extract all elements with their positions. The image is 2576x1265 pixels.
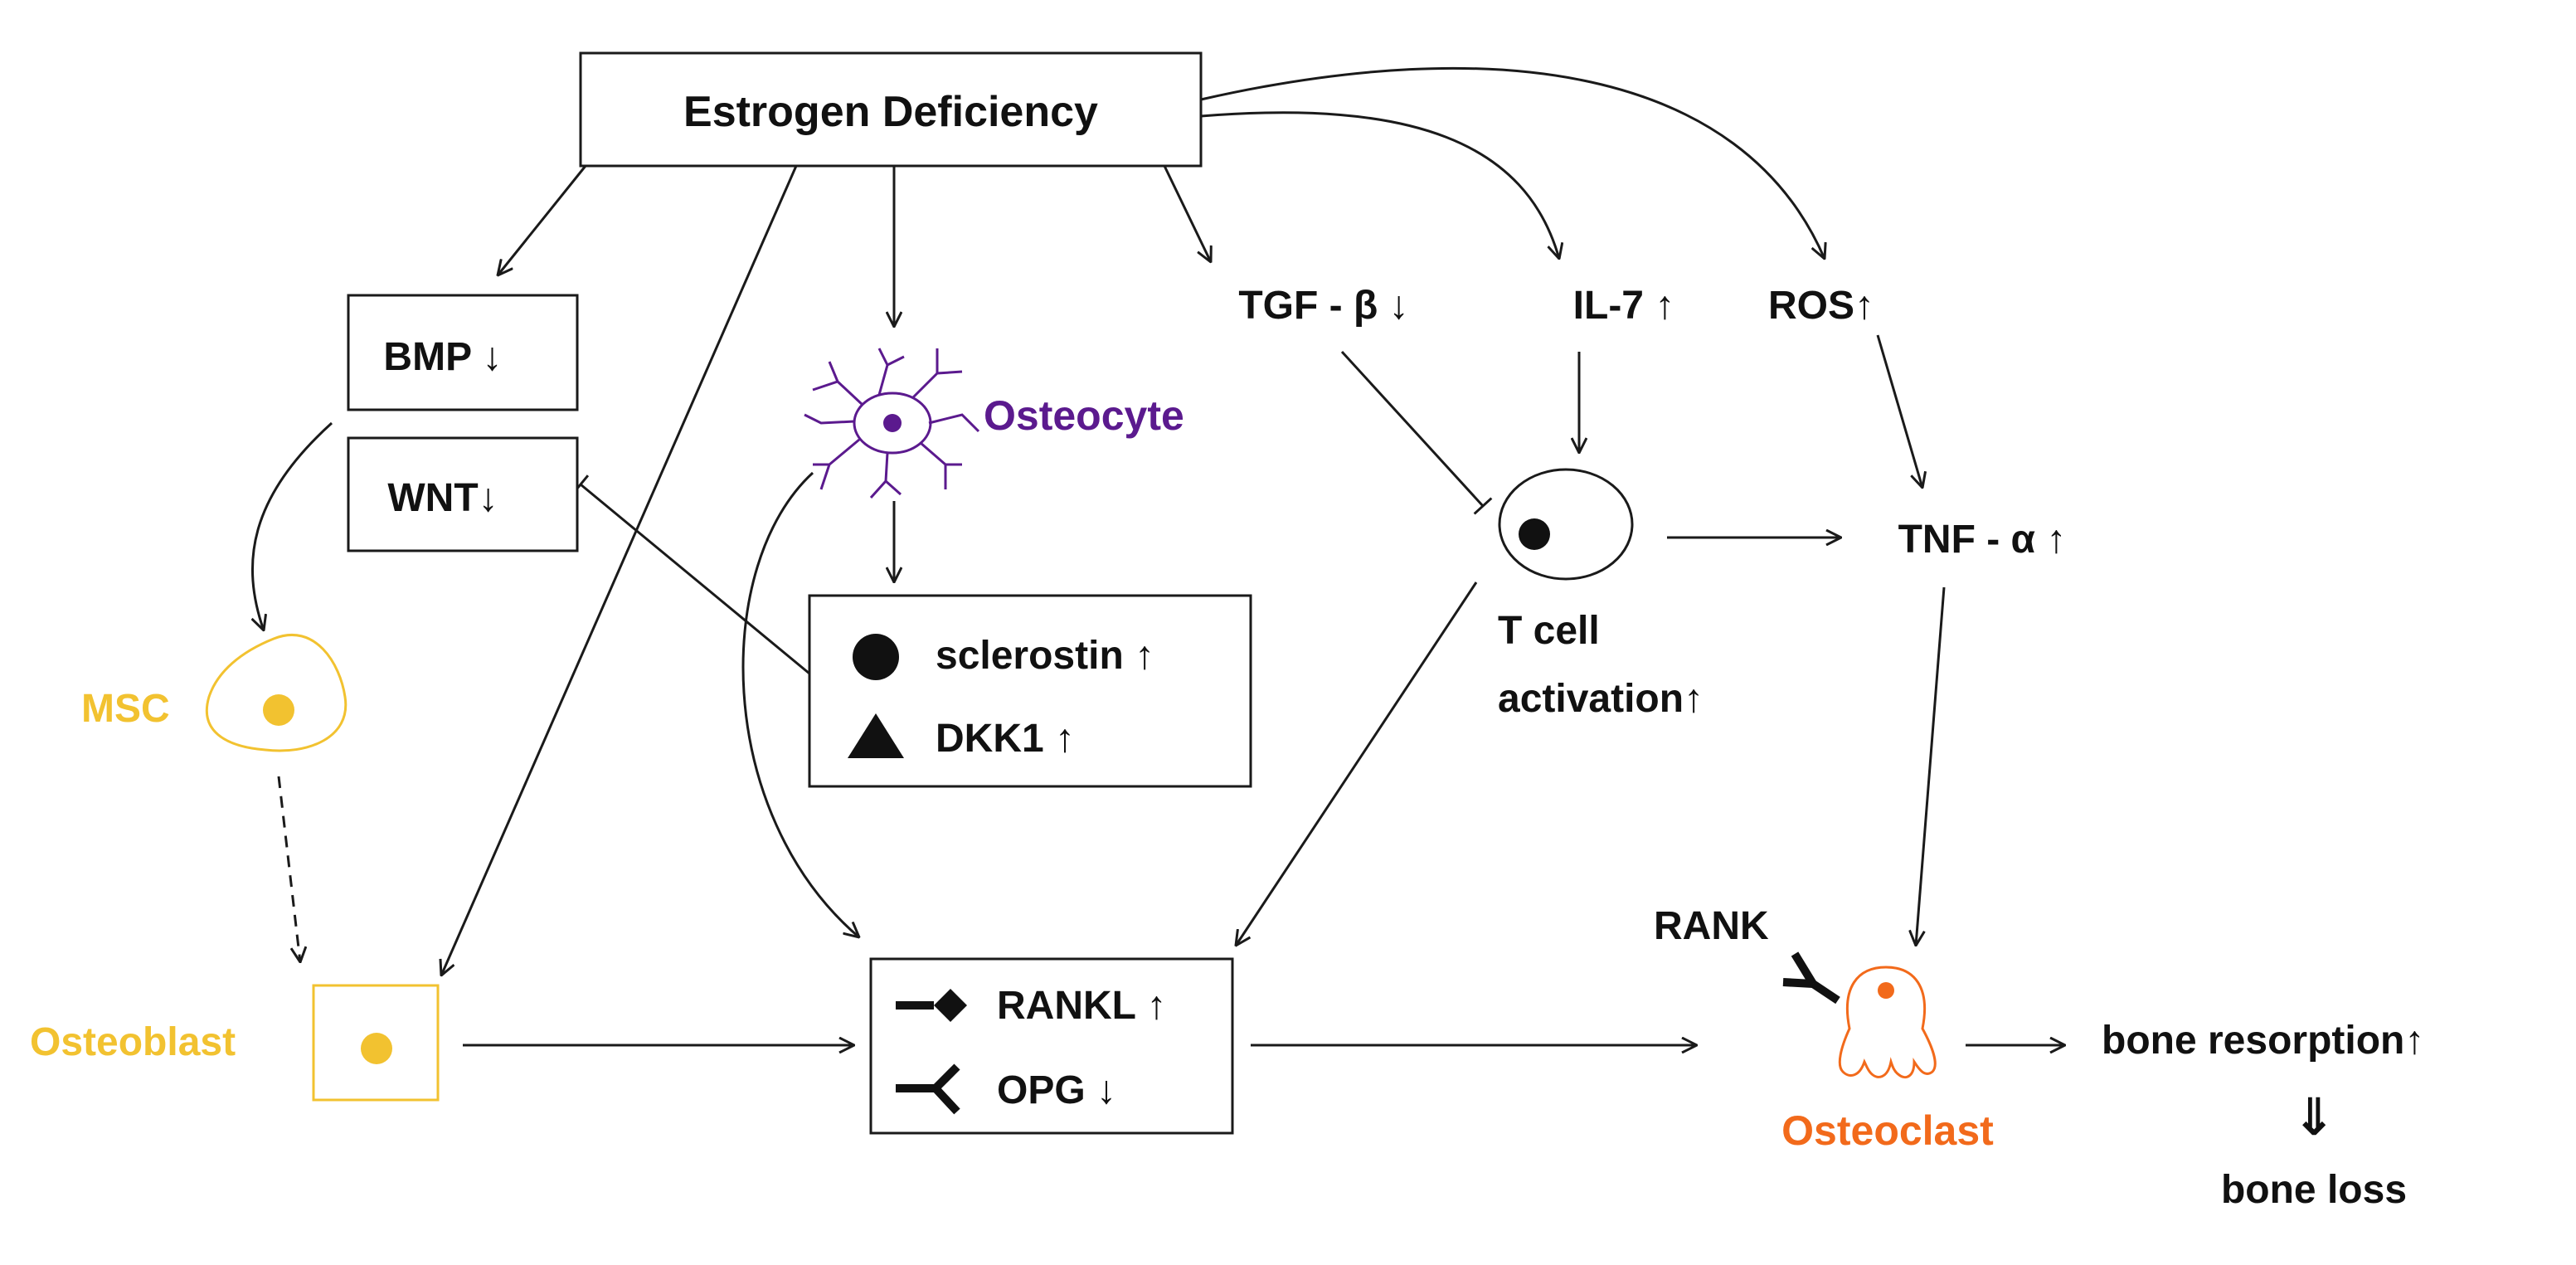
- rankl-ligand-icon: [896, 989, 967, 1022]
- bmp-label: BMP ↓: [383, 335, 502, 379]
- tcell-label-line2: activation↑: [1498, 677, 1704, 721]
- t-cell-nucleus: [1519, 518, 1550, 550]
- arrow-estrogen-to-ros: [1200, 66, 1825, 259]
- t-cell-icon: [1498, 468, 1634, 581]
- osteoclast-node: Osteoclast: [1781, 966, 1994, 1154]
- circle-icon: [853, 634, 899, 680]
- osteoclast-cell-icon: [1838, 966, 1937, 1079]
- arrow-estrogen-to-tgf: [1163, 165, 1211, 262]
- opg-label: OPG ↓: [997, 1068, 1116, 1112]
- bone-resorption-label: bone resorption↑: [2102, 1019, 2424, 1063]
- arrow-estrogen-to-il7: [1200, 111, 1559, 259]
- rankl-box: [869, 957, 1234, 1135]
- sclerostin-label: sclerostin ↑: [936, 634, 1154, 678]
- osteoblast-nucleus: [361, 1033, 392, 1064]
- triangle-icon: [848, 713, 904, 758]
- msc-nucleus: [263, 694, 294, 726]
- bmp-node: BMP ↓: [347, 294, 579, 411]
- wnt-node: WNT↓: [347, 436, 579, 552]
- tcell-node: T cell activation↑: [1498, 468, 1704, 721]
- arrow-bmp-to-msc: [252, 421, 333, 630]
- osteoclast-label: Osteoclast: [1781, 1107, 1994, 1154]
- il7-label: IL-7 ↑: [1573, 284, 1675, 328]
- double-down-arrow: ⇓: [2292, 1089, 2335, 1146]
- wnt-label: WNT↓: [387, 476, 498, 520]
- bone-loss-label: bone loss: [2221, 1168, 2407, 1212]
- ros-label: ROS↑: [1768, 284, 1874, 328]
- inhibit-tgf-to-tcell: [1340, 350, 1493, 515]
- arrow-osteocyte-to-rankl: [741, 471, 859, 937]
- osteocyte-label: Osteocyte: [984, 392, 1184, 439]
- rank-receptor-icon: [1782, 951, 1840, 1005]
- osteoblast-node: Osteoblast: [30, 984, 440, 1102]
- tcell-label-line1: T cell: [1498, 609, 1600, 653]
- dkk1-label: DKK1 ↑: [936, 717, 1075, 761]
- sclerostin-dkk1-node: sclerostin ↑ DKK1 ↑: [808, 594, 1252, 788]
- arrow-tnf-to-osteoclast: [1916, 586, 1946, 946]
- osteoclast-nucleus: [1878, 982, 1894, 999]
- arrow-estrogen-to-osteoblast: [441, 165, 798, 976]
- arrow-msc-to-osteoblast: [277, 776, 300, 962]
- arrow-estrogen-to-bmp: [498, 165, 587, 275]
- tgf-label: TGF - β ↓: [1238, 284, 1408, 328]
- inhibit-sclerostin-to-wnt: [571, 474, 810, 675]
- estrogen-label: Estrogen Deficiency: [683, 88, 1098, 136]
- msc-cell-icon: [205, 633, 348, 752]
- bmp-box: [347, 294, 579, 411]
- arrow-tcell-to-rankl: [1236, 581, 1478, 946]
- osteocyte-node: Osteocyte: [804, 348, 1184, 499]
- rank-label: RANK: [1654, 904, 1769, 948]
- wnt-box: [347, 436, 579, 552]
- msc-node: MSC: [81, 633, 348, 752]
- msc-label: MSC: [81, 687, 170, 731]
- osteoblast-label: Osteoblast: [30, 1020, 236, 1064]
- tnf-label: TNF - α ↑: [1898, 518, 2067, 562]
- arrow-ros-to-tnf: [1876, 334, 1922, 488]
- estrogen-deficiency-node: Estrogen Deficiency: [579, 51, 1203, 168]
- osteocyte-cell-icon: [804, 348, 980, 499]
- connectors: [252, 66, 2065, 1045]
- rankl-opg-node: RANKL ↑ OPG ↓: [869, 957, 1234, 1135]
- rankl-label: RANKL ↑: [997, 984, 1166, 1028]
- estrogen-box: [579, 51, 1203, 168]
- opg-receptor-icon: [896, 1063, 960, 1115]
